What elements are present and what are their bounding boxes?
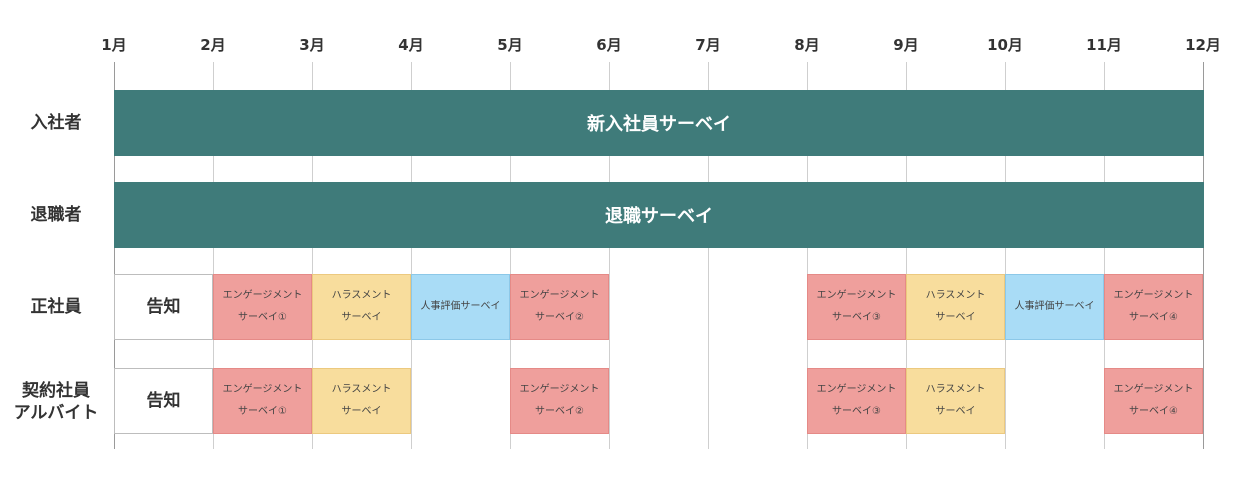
engagement-survey-1-cell: エンゲージメントサーベイ①	[213, 274, 312, 340]
month-label-11: 11月	[1086, 36, 1122, 54]
month-label-5: 5月	[497, 36, 523, 54]
new-hire-survey-label: 新入社員サーベイ	[587, 114, 731, 135]
cell-line1: ハラスメント	[331, 384, 392, 395]
grid-line	[708, 62, 709, 449]
cell-line1: ハラスメント	[925, 384, 986, 395]
notice-cell: 告知	[114, 368, 213, 434]
new-hire-survey-band: 新入社員サーベイ	[114, 90, 1204, 156]
engagement-survey-4-cell: エンゲージメントサーベイ④	[1104, 274, 1203, 340]
grid-line	[906, 62, 907, 449]
month-label-6: 6月	[596, 36, 622, 54]
engagement-survey-3-cell: エンゲージメントサーベイ③	[807, 274, 906, 340]
month-label-10: 10月	[987, 36, 1023, 54]
month-label-2: 2月	[200, 36, 226, 54]
cell-line1: エンゲージメント	[1113, 384, 1194, 395]
leaver-survey-band: 退職サーベイ	[114, 182, 1204, 248]
grid-line	[510, 62, 511, 449]
cell-line1: エンゲージメント	[816, 384, 897, 395]
evaluation-survey-cell: 人事評価サーベイ	[1005, 274, 1104, 340]
cell-line2: サーベイ	[341, 312, 382, 323]
leaver-survey-label: 退職サーベイ	[605, 206, 713, 227]
grid-line	[1005, 62, 1006, 449]
cell-line1: エンゲージメント	[519, 290, 600, 301]
cell-line2: サーベイ④	[1129, 312, 1178, 323]
row-label-leaver: 退職者	[30, 205, 82, 225]
grid-line	[1104, 62, 1105, 449]
row-label-regular: 正社員	[30, 297, 82, 317]
cell-line1: 人事評価サーベイ	[1014, 301, 1095, 312]
harassment-survey-cell: ハラスメントサーベイ	[312, 274, 411, 340]
cell-line2: サーベイ②	[535, 406, 584, 417]
month-label-4: 4月	[398, 36, 424, 54]
month-label-1: 1月	[101, 36, 127, 54]
cell-line1: エンゲージメント	[1113, 290, 1194, 301]
cell-line1: 人事評価サーベイ	[420, 301, 501, 312]
month-label-12: 12月	[1185, 36, 1221, 54]
engagement-survey-2-cell: エンゲージメントサーベイ②	[510, 368, 609, 434]
grid-line	[807, 62, 808, 449]
row-label-contract-line1: 契約社員	[22, 381, 90, 401]
month-label-9: 9月	[893, 36, 919, 54]
notice-label: 告知	[146, 391, 181, 411]
cell-line2: サーベイ①	[238, 406, 287, 417]
cell-line1: ハラスメント	[331, 290, 392, 301]
engagement-survey-4-cell: エンゲージメントサーベイ④	[1104, 368, 1203, 434]
grid-line	[411, 62, 412, 449]
cell-line2: サーベイ④	[1129, 406, 1178, 417]
evaluation-survey-cell: 人事評価サーベイ	[411, 274, 510, 340]
grid-line	[1203, 62, 1204, 449]
cell-line1: ハラスメント	[925, 290, 986, 301]
cell-line1: エンゲージメント	[222, 290, 303, 301]
month-label-3: 3月	[299, 36, 325, 54]
cell-line2: サーベイ③	[832, 312, 881, 323]
grid-line	[609, 62, 610, 449]
row-label-contract: 契約社員 アルバイト	[0, 380, 112, 424]
month-label-8: 8月	[794, 36, 820, 54]
engagement-survey-2-cell: エンゲージメントサーベイ②	[510, 274, 609, 340]
grid-line	[114, 62, 115, 449]
notice-label: 告知	[146, 297, 181, 317]
engagement-survey-3-cell: エンゲージメントサーベイ③	[807, 368, 906, 434]
cell-line2: サーベイ③	[832, 406, 881, 417]
grid-line	[213, 62, 214, 449]
row-label-new-hire: 入社者	[30, 113, 82, 133]
cell-line1: エンゲージメント	[222, 384, 303, 395]
cell-line1: エンゲージメント	[816, 290, 897, 301]
grid-line	[312, 62, 313, 449]
engagement-survey-1-cell: エンゲージメントサーベイ①	[213, 368, 312, 434]
row-label-contract-line2: アルバイト	[13, 403, 99, 423]
cell-line2: サーベイ	[341, 406, 382, 417]
notice-cell: 告知	[114, 274, 213, 340]
harassment-survey-cell: ハラスメントサーベイ	[312, 368, 411, 434]
month-label-7: 7月	[695, 36, 721, 54]
cell-line1: エンゲージメント	[519, 384, 600, 395]
cell-line2: サーベイ①	[238, 312, 287, 323]
cell-line2: サーベイ②	[535, 312, 584, 323]
cell-line2: サーベイ	[935, 406, 976, 417]
harassment-survey-cell: ハラスメントサーベイ	[906, 368, 1005, 434]
cell-line2: サーベイ	[935, 312, 976, 323]
harassment-survey-cell: ハラスメントサーベイ	[906, 274, 1005, 340]
